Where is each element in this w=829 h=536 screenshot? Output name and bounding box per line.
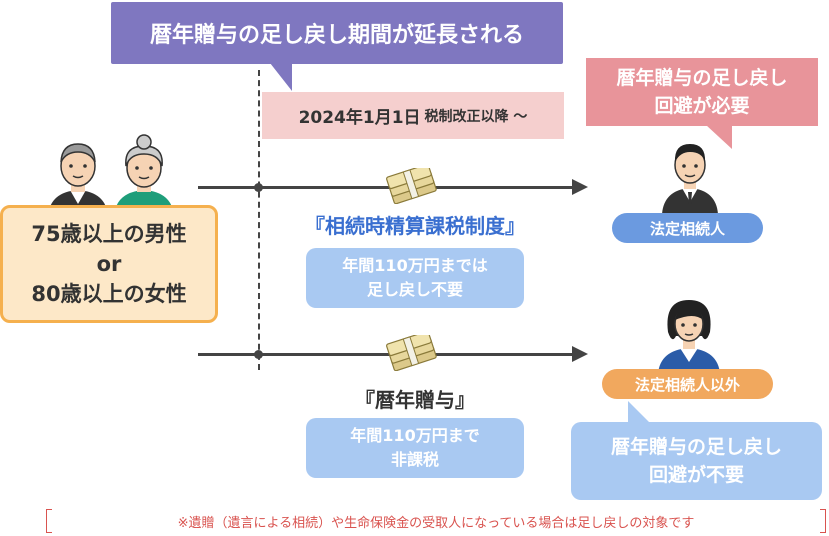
elderly-couple-icon [48, 134, 174, 216]
settlement-rule-box: 年間110万円までは 足し戻し不要 [306, 248, 524, 308]
businessman-icon [662, 144, 718, 214]
donor-box: 75歳以上の男性 or 80歳以上の女性 [0, 205, 218, 323]
arrow-top-line [198, 186, 574, 189]
elderly-woman-icon [114, 134, 174, 216]
heir-note-pointer [706, 125, 732, 149]
date-main: 2024年1月1日 [298, 108, 421, 128]
arrow-top-dot [254, 183, 263, 192]
non-heir-label-text: 法定相続人以外 [634, 375, 740, 394]
annual-gift-rule-line-2: 非課税 [390, 450, 439, 469]
heir-label-text: 法定相続人 [649, 219, 725, 238]
footnote-text: ※遺贈（遺言による相続）や生命保険金の受取人になっている場合は足し戻しの対象です [177, 515, 695, 531]
woman-icon [658, 300, 720, 374]
date-notice: 2024年1月1日 税制改正以降 ～ [262, 92, 564, 139]
settlement-rule-line-1: 年間110万円までは [342, 256, 488, 275]
non-heir-note-line-1: 暦年贈与の足し戻し [610, 436, 782, 458]
annual-gift-title: 『暦年贈与』 [355, 388, 475, 412]
footnote-bracket-left [46, 509, 52, 533]
settlement-system-title: 『相続時精算課税制度』 [305, 214, 525, 238]
arrow-bottom-dot [254, 350, 263, 359]
arrow-bottom-line [198, 353, 574, 356]
footnote: ※遺贈（遺言による相続）や生命保険金の受取人になっている場合は足し戻しの対象です [46, 508, 826, 534]
non-heir-note-line-2: 回避が不要 [648, 464, 744, 486]
non-heir-note-pointer [628, 401, 650, 423]
donor-line-3: 80歳以上の女性 [31, 282, 187, 306]
footnote-bracket-right [820, 509, 826, 533]
arrow-bottom-head [572, 346, 588, 362]
annual-gift-rule-box: 年間110万円まで 非課税 [306, 418, 524, 478]
money-bundle-icon [386, 168, 437, 204]
donor-line-1: 75歳以上の男性 [31, 222, 187, 246]
donor-line-2: or [96, 252, 122, 276]
headline-pointer [270, 63, 292, 91]
arrow-top-head [572, 179, 588, 195]
settlement-rule-line-2: 足し戻し不要 [366, 280, 463, 299]
heir-label: 法定相続人 [612, 213, 763, 243]
annual-gift-rule-line-1: 年間110万円まで [350, 426, 480, 445]
heir-note-line-1: 暦年贈与の足し戻し [616, 67, 788, 89]
non-heir-note: 暦年贈与の足し戻し 回避が不要 [571, 422, 822, 500]
headline-banner: 暦年贈与の足し戻し期間が延長される [111, 2, 563, 64]
money-bundle-icon [386, 335, 437, 371]
heir-note: 暦年贈与の足し戻し 回避が必要 [586, 58, 818, 126]
date-sub: 税制改正以降 ～ [424, 108, 528, 125]
headline-text: 暦年贈与の足し戻し期間が延長される [149, 23, 524, 48]
cutoff-line [258, 70, 260, 370]
non-heir-label: 法定相続人以外 [602, 369, 773, 399]
heir-note-line-2: 回避が必要 [654, 95, 750, 117]
